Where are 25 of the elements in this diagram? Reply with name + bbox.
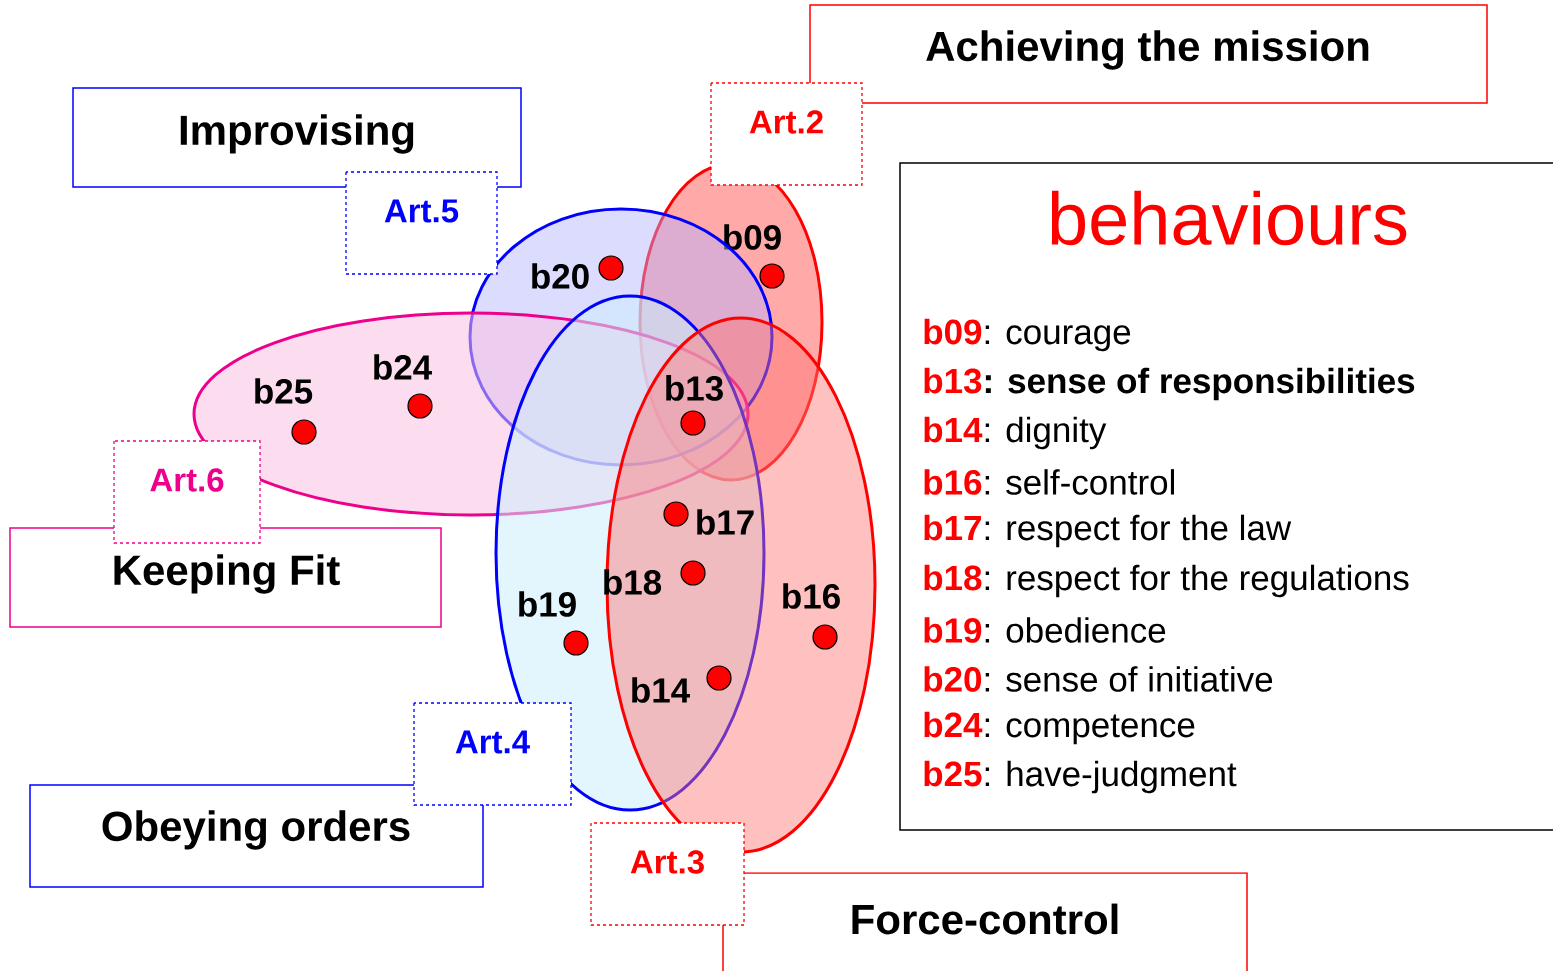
behaviour-item: b25: have-judgment [924,760,1237,794]
behaviour-item: b17: respect for the law [924,514,1292,548]
dot-label: b17 [697,509,754,535]
behaviour-item: b13: sense of responsibilities [924,367,1415,401]
article-tag: Art.6 [113,440,261,544]
behaviour-item: b24: competence [924,711,1195,745]
behaviour-item: b20: sense of initiative [924,666,1273,692]
dot-label: b24 [374,354,432,380]
article-tag: Art.5 [345,171,498,275]
dot-label: b09 [724,224,781,250]
behaviour-item: b16: self-control [924,469,1174,495]
dot-label: b19 [519,591,576,617]
article-tag: Art.4 [413,702,572,806]
article-tag: Art.2 [710,82,863,186]
dot-label: b16 [783,583,840,609]
behaviour-item: b18: respect for the regulations [924,564,1409,598]
dot-label: b14 [632,677,690,703]
behaviour-item: b14: dignity [924,416,1107,450]
dot-label: b25 [255,378,313,404]
article-tag: Art.3 [590,822,745,926]
dot-label: b13 [666,375,723,401]
behaviour-item: b19: obedience [924,617,1166,643]
dot-label: b20 [532,263,589,289]
title-box: Force-control [722,872,1248,971]
behaviour-item: b09: courage [924,318,1131,352]
